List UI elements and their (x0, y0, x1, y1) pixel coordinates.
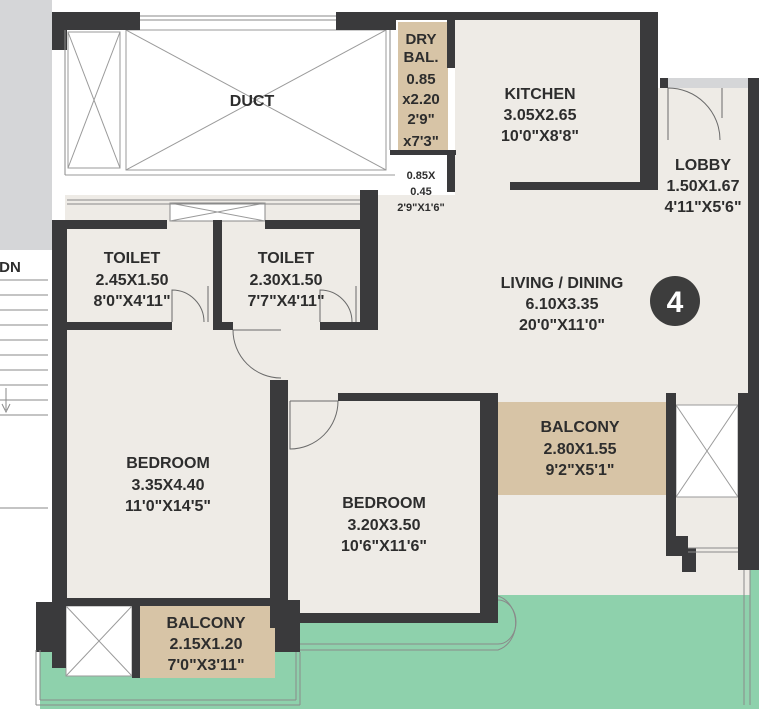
svg-text:0.45: 0.45 (410, 186, 431, 198)
kitchen-label: KITCHEN 3.05X2.65 10'0"X8'8" (501, 86, 579, 145)
svg-text:BEDROOM: BEDROOM (126, 455, 210, 472)
svg-text:x2.20: x2.20 (402, 91, 440, 108)
svg-text:LOBBY: LOBBY (675, 157, 731, 174)
walls (36, 12, 759, 678)
svg-text:BEDROOM: BEDROOM (342, 495, 426, 512)
toilet-2-label: TOILET 2.30X1.50 7'7"X4'11" (247, 250, 324, 310)
svg-text:20'0"X11'0": 20'0"X11'0" (519, 317, 605, 334)
svg-text:x7'3": x7'3" (403, 133, 439, 150)
svg-text:10'0"X8'8": 10'0"X8'8" (501, 128, 579, 145)
svg-text:DRY: DRY (405, 31, 436, 48)
bedroom-2-label: BEDROOM 3.20X3.50 10'6"X11'6" (341, 495, 427, 555)
svg-text:2'9"X1'6": 2'9"X1'6" (397, 202, 444, 214)
bedroom-2-door (289, 400, 339, 450)
duct-label: DUCT (230, 93, 275, 110)
svg-text:7'0"X3'11": 7'0"X3'11" (167, 657, 244, 674)
svg-text:2'9": 2'9" (407, 111, 434, 128)
svg-text:0.85: 0.85 (406, 71, 435, 88)
svg-text:3.35X4.40: 3.35X4.40 (132, 477, 205, 494)
living-dining-label: LIVING / DINING 6.10X3.35 20'0"X11'0" (501, 275, 624, 334)
balcony-2-label: BALCONY 2.15X1.20 7'0"X3'11" (166, 615, 245, 674)
exterior-area-left (0, 0, 52, 250)
bedroom-1-door (232, 329, 282, 379)
railings (35, 15, 751, 706)
svg-text:10'6"X11'6": 10'6"X11'6" (341, 538, 427, 555)
staircase: DN (0, 250, 48, 510)
svg-text:BALCONY: BALCONY (166, 615, 245, 632)
svg-text:TOILET: TOILET (258, 250, 315, 267)
doors (171, 87, 723, 450)
svg-text:9'2"X5'1": 9'2"X5'1" (545, 462, 614, 479)
svg-text:2.15X1.20: 2.15X1.20 (170, 636, 243, 653)
svg-text:2.30X1.50: 2.30X1.50 (250, 272, 323, 289)
stair-label: DN (0, 259, 21, 276)
svg-text:2.80X1.55: 2.80X1.55 (544, 441, 617, 458)
balcony-fills (140, 22, 666, 678)
svg-text:2.45X1.50: 2.45X1.50 (96, 272, 169, 289)
balcony-1-label: BALCONY 2.80X1.55 9'2"X5'1" (540, 419, 619, 479)
svg-text:8'0"X4'11": 8'0"X4'11" (93, 293, 170, 310)
dry-balcony-label: DRY BAL. 0.85 x2.20 2'9" x7'3" (402, 31, 440, 150)
lobby-label: LOBBY 1.50X1.67 4'11"X5'6" (664, 157, 741, 216)
svg-text:6.10X3.35: 6.10X3.35 (526, 296, 599, 313)
svg-text:BAL.: BAL. (404, 49, 439, 66)
unit-number-badge: 4 (650, 276, 700, 326)
svg-text:TOILET: TOILET (104, 250, 161, 267)
shafts (65, 20, 739, 677)
svg-text:3.20X3.50: 3.20X3.50 (348, 517, 421, 534)
svg-text:BALCONY: BALCONY (540, 419, 619, 436)
lobby-door (667, 87, 721, 141)
svg-text:0.85X: 0.85X (407, 170, 436, 182)
svg-text:KITCHEN: KITCHEN (504, 86, 575, 103)
toilet-1-door (171, 289, 205, 323)
toilet-1-label: TOILET 2.45X1.50 8'0"X4'11" (93, 250, 170, 310)
svg-text:11'0"X14'5": 11'0"X14'5" (125, 498, 211, 515)
small-space-label: 0.85X 0.45 2'9"X1'6" (397, 170, 444, 214)
stair-arrow-icon (1, 388, 11, 414)
svg-text:7'7"X4'11": 7'7"X4'11" (247, 293, 324, 310)
svg-text:3.05X2.65: 3.05X2.65 (504, 107, 577, 124)
bedroom-1-label: BEDROOM 3.35X4.40 11'0"X14'5" (125, 455, 211, 515)
unit-badge-circle (650, 276, 700, 326)
svg-text:4'11"X5'6": 4'11"X5'6" (664, 199, 741, 216)
svg-text:1.50X1.67: 1.50X1.67 (667, 178, 740, 195)
unit-number: 4 (667, 286, 684, 319)
toilet-2-door (319, 289, 353, 323)
svg-text:LIVING / DINING: LIVING / DINING (501, 275, 624, 292)
